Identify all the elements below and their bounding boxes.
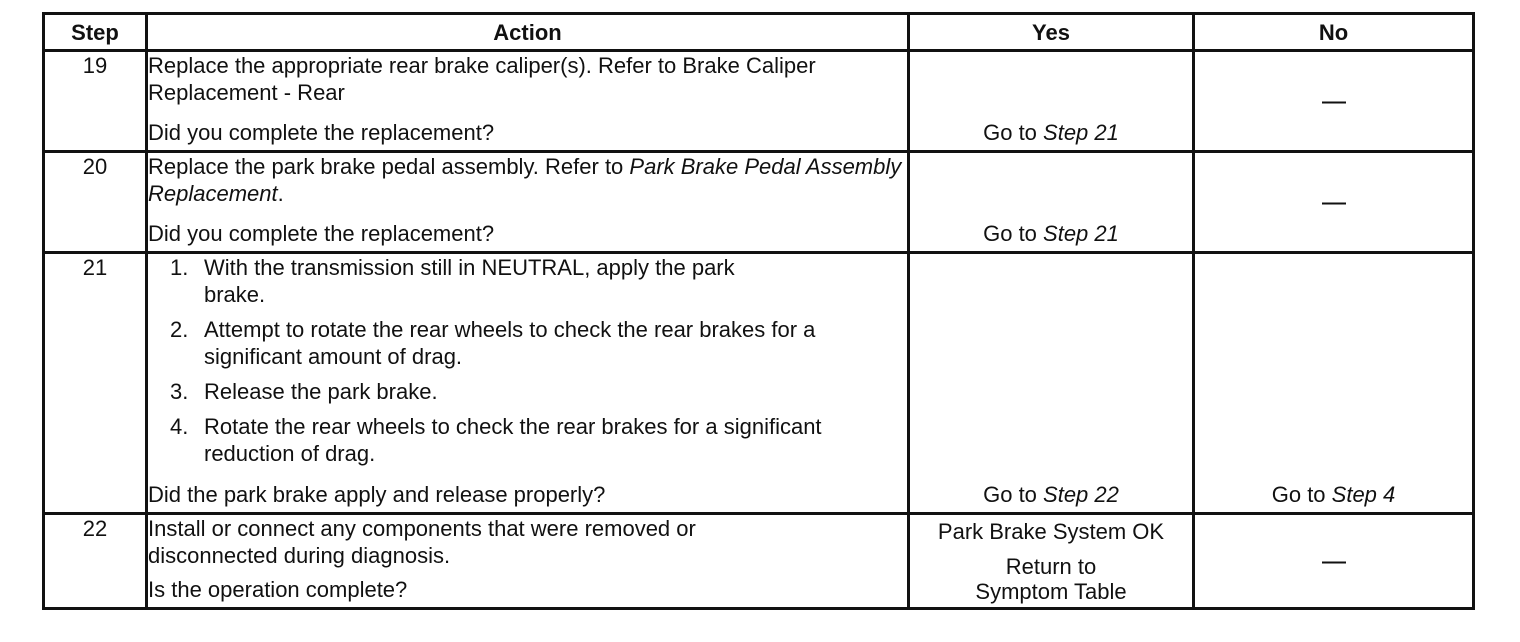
dash-mark: [1321, 561, 1346, 564]
step-number: 21: [42, 251, 148, 515]
yes-result: Go to Step 21: [983, 221, 1119, 246]
table-row: 19 Replace the appropriate rear brake ca…: [42, 49, 1475, 153]
action-cell: Replace the park brake pedal assembly. R…: [145, 150, 910, 254]
header-action: Action: [145, 12, 910, 52]
symptom-table-text: Symptom Table: [975, 579, 1127, 604]
question-text: Is the operation complete?: [148, 577, 408, 602]
list-item: 2.Attempt to rotate the rear wheels to c…: [170, 317, 816, 369]
table-row: 20 Replace the park brake pedal assembly…: [42, 150, 1475, 254]
no-cell: [1192, 512, 1475, 610]
yes-result: Go to Step 22: [983, 482, 1119, 507]
action-text: Replace the appropriate rear brake calip…: [148, 53, 816, 105]
yes-result: Go to Step 21: [983, 120, 1119, 145]
step-number: 22: [42, 512, 148, 610]
header-step: Step: [42, 12, 148, 52]
no-cell: [1192, 150, 1475, 254]
list-item: 1.With the transmission still in NEUTRAL…: [170, 255, 735, 307]
table-row: 22 Install or connect any components tha…: [42, 512, 1475, 610]
action-cell: Install or connect any components that w…: [145, 512, 910, 610]
return-text: Return to: [1005, 554, 1097, 579]
substep-list: 1.With the transmission still in NEUTRAL…: [148, 254, 907, 467]
no-cell: [1192, 49, 1475, 153]
step-number: 20: [42, 150, 148, 254]
step-number: 19: [42, 49, 148, 153]
question-text: Did you complete the replacement?: [148, 221, 495, 246]
procedure-reference: Park Brake Pedal Assembly Replacement: [148, 154, 902, 206]
step-reference: Step 4: [1331, 482, 1396, 507]
step-reference: Step 21: [1043, 221, 1119, 246]
list-item: 3.Release the park brake.: [170, 379, 438, 404]
question-text: Did the park brake apply and release pro…: [148, 482, 606, 507]
yes-cell: Go to Step 21: [907, 150, 1195, 254]
diagnostic-table: Step Action Yes No 19 Replace the approp…: [42, 12, 1475, 610]
question-text: Did you complete the replacement?: [148, 120, 495, 145]
status-text: Park Brake System OK: [937, 519, 1165, 544]
header-no: No: [1192, 12, 1475, 52]
yes-cell: Park Brake System OK Return to Symptom T…: [907, 512, 1195, 610]
no-cell: Go to Step 4: [1192, 251, 1475, 515]
step-reference: Step 22: [1043, 482, 1119, 507]
action-cell: Replace the appropriate rear brake calip…: [145, 49, 910, 153]
yes-cell: Go to Step 21: [907, 49, 1195, 153]
dash-mark: [1321, 101, 1346, 104]
table-row: 21 1.With the transmission still in NEUT…: [42, 251, 1475, 515]
action-text: Install or connect any components that w…: [148, 516, 696, 568]
yes-cell: Go to Step 22: [907, 251, 1195, 515]
dash-mark: [1321, 202, 1346, 205]
header-row: Step Action Yes No: [42, 12, 1475, 52]
header-yes: Yes: [907, 12, 1195, 52]
step-reference: Step 21: [1043, 120, 1119, 145]
no-result: Go to Step 4: [1271, 482, 1396, 507]
list-item: 4.Rotate the rear wheels to check the re…: [170, 414, 822, 466]
yes-result: Park Brake System OK Return to Symptom T…: [910, 519, 1192, 604]
action-cell: 1.With the transmission still in NEUTRAL…: [145, 251, 910, 515]
action-text: Replace the park brake pedal assembly. R…: [148, 154, 902, 206]
